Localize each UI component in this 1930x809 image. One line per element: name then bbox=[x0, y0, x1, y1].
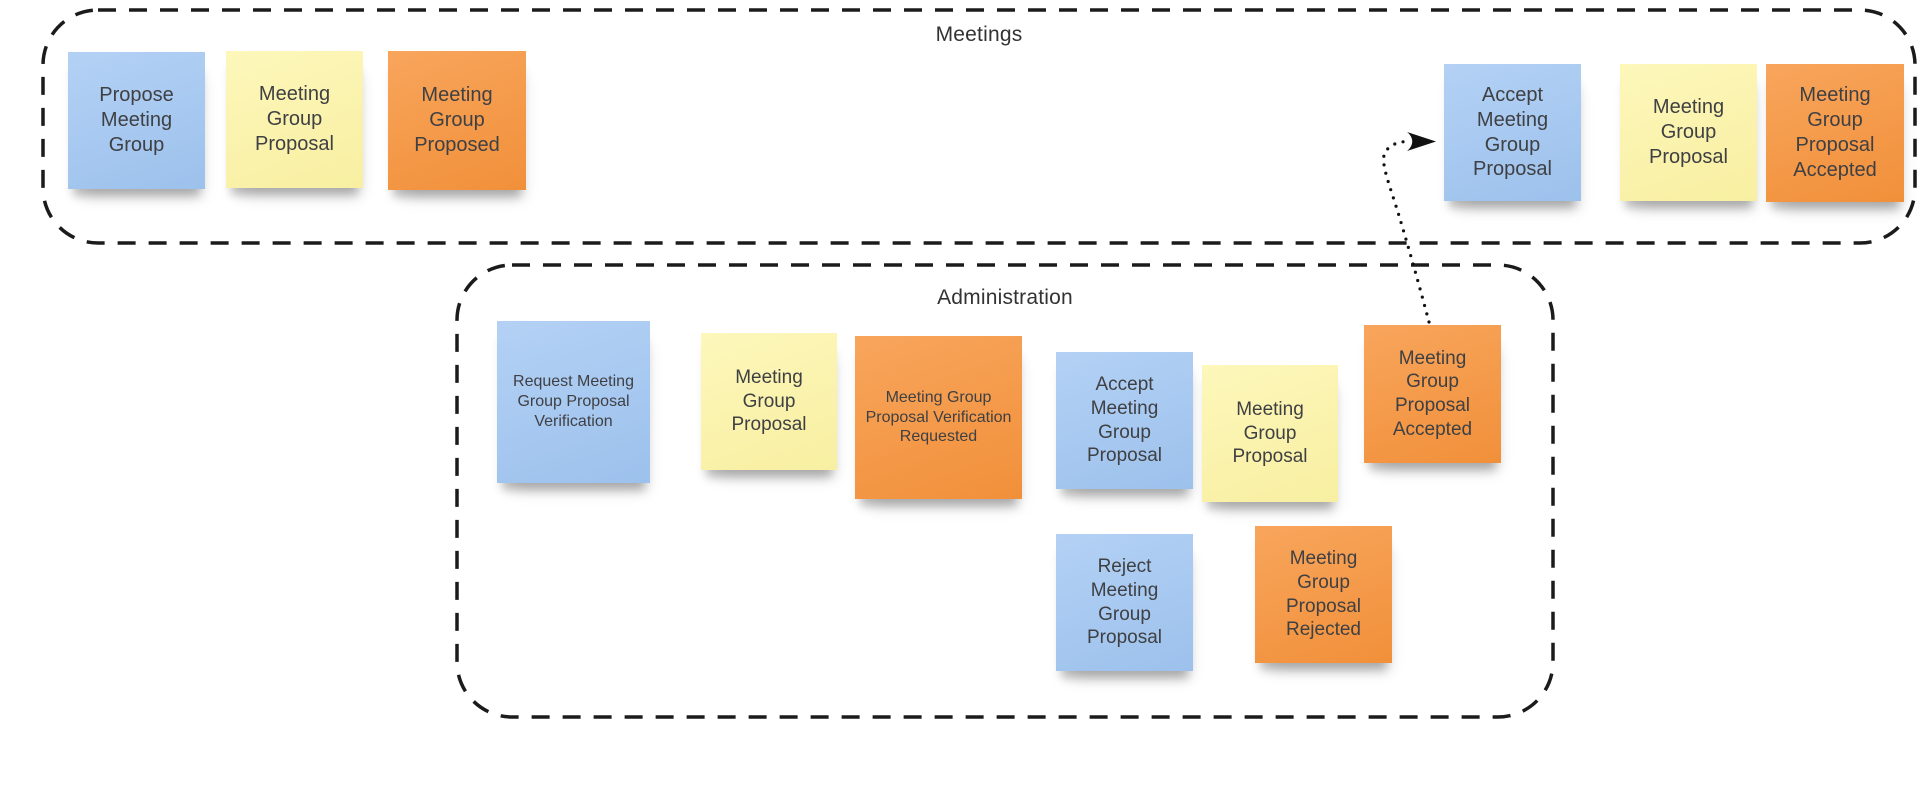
sticky-note-text: Meeting Group Proposal bbox=[1232, 399, 1308, 468]
frame-title-meetings: Meetings bbox=[935, 23, 1023, 46]
frame-title-administration: Administration bbox=[937, 286, 1073, 309]
sticky-note-text: Meeting Group Proposal Accepted bbox=[1793, 84, 1877, 181]
sticky-note-text: Request Meeting Group Proposal Verificat… bbox=[513, 373, 634, 430]
sticky-note-meeting-group-proposal-admin-2[interactable]: Meeting Group Proposal bbox=[1202, 365, 1338, 502]
sticky-note-request-meeting-group-proposal-verification[interactable]: Request Meeting Group Proposal Verificat… bbox=[497, 321, 650, 483]
sticky-note-text: Meeting Group Proposal bbox=[731, 367, 807, 436]
connector-dotted-arrow[interactable] bbox=[1382, 132, 1436, 324]
sticky-note-meeting-group-proposed[interactable]: Meeting Group Proposed bbox=[388, 51, 526, 190]
sticky-note-meeting-group-proposal-accepted-admin[interactable]: Meeting Group Proposal Accepted bbox=[1364, 325, 1501, 463]
sticky-note-meeting-group-proposal-accepted-meetings[interactable]: Meeting Group Proposal Accepted bbox=[1766, 64, 1904, 202]
sticky-note-meeting-group-proposal-admin-1[interactable]: Meeting Group Proposal bbox=[701, 333, 837, 470]
sticky-note-meeting-group-proposal-meetings-2[interactable]: Meeting Group Proposal bbox=[1620, 64, 1757, 201]
sticky-note-text: Accept Meeting Group Proposal bbox=[1473, 83, 1552, 181]
sticky-note-reject-meeting-group-proposal[interactable]: Reject Meeting Group Proposal bbox=[1056, 534, 1193, 671]
sticky-note-text: Accept Meeting Group Proposal bbox=[1087, 374, 1162, 467]
sticky-note-meeting-group-proposal-verification-requested[interactable]: Meeting Group Proposal Verification Requ… bbox=[855, 336, 1022, 499]
sticky-note-text: Meeting Group Proposal Verification Requ… bbox=[865, 388, 1012, 446]
sticky-note-meeting-group-proposal-meetings-1[interactable]: Meeting Group Proposal bbox=[226, 51, 363, 188]
sticky-note-accept-meeting-group-proposal-meetings[interactable]: Accept Meeting Group Proposal bbox=[1444, 64, 1581, 201]
frame-outline-meetings bbox=[41, 8, 1917, 245]
sticky-note-propose-meeting-group[interactable]: Propose Meeting Group bbox=[68, 52, 205, 189]
sticky-note-text: Meeting Group Proposal bbox=[1649, 96, 1728, 168]
sticky-note-accept-meeting-group-proposal-admin[interactable]: Accept Meeting Group Proposal bbox=[1056, 352, 1193, 489]
frame-outline-administration bbox=[455, 263, 1555, 719]
sticky-note-meeting-group-proposal-rejected[interactable]: Meeting Group Proposal Rejected bbox=[1255, 526, 1392, 663]
sticky-note-text: Meeting Group Proposal bbox=[255, 83, 334, 155]
sticky-note-text: Meeting Group Proposal Accepted bbox=[1392, 347, 1473, 440]
sticky-note-text: Propose Meeting Group bbox=[99, 84, 174, 156]
sticky-note-text: Reject Meeting Group Proposal bbox=[1087, 556, 1162, 649]
sticky-note-text: Meeting Group Proposal Rejected bbox=[1286, 548, 1361, 641]
sticky-note-text: Meeting Group Proposed bbox=[414, 84, 500, 156]
